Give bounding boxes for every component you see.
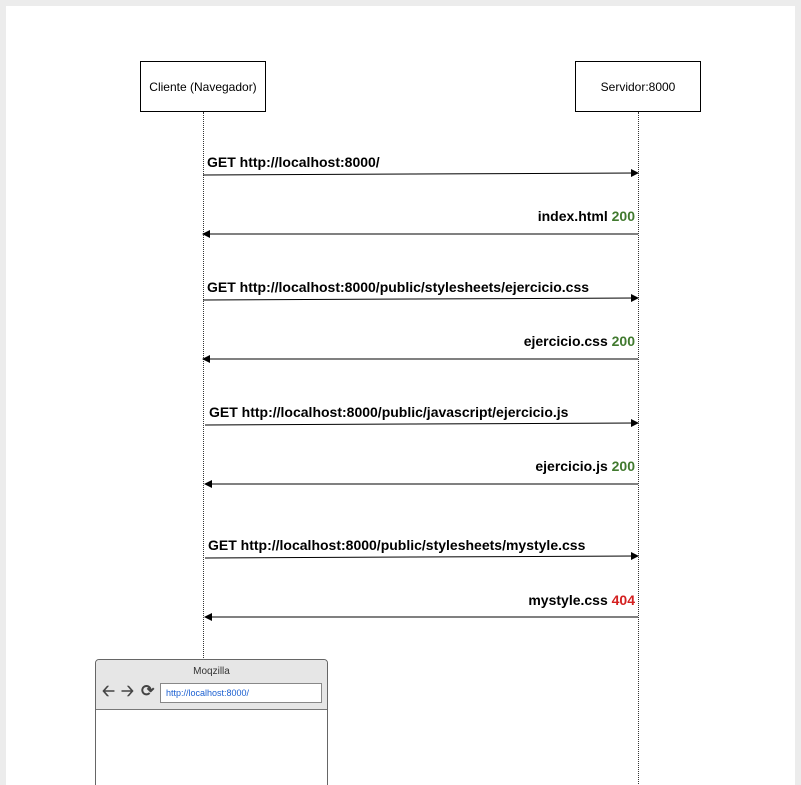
lifeline-server [638,112,639,785]
sequence-diagram: Cliente (Navegador) Servidor:8000 GET ht… [6,6,795,785]
request-label-1: GET http://localhost:8000/ [207,154,380,170]
request-text: GET http://localhost:8000/public/stylesh… [208,537,586,553]
arrow-left-icon[interactable]: 🡠 [102,683,115,700]
request-text: GET http://localhost:8000/public/javascr… [209,404,569,420]
url-field[interactable]: http://localhost:8000/ [160,683,322,703]
response-label-3: ejercicio.js 200 [535,458,635,474]
response-text: index.html [537,208,608,224]
status-code: 200 [611,208,635,224]
status-code: 404 [611,592,635,608]
browser-title: Moqzilla [193,666,230,677]
request-arrow-4 [204,552,639,561]
response-label-4: mystyle.css 404 [528,592,635,608]
lifeline-client [203,112,204,785]
response-label-2: ejercicio.css 200 [524,333,635,349]
status-code: 200 [611,333,635,349]
request-arrow-3 [204,419,639,428]
request-text: GET http://localhost:8000/public/stylesh… [207,279,590,295]
arrow-right-icon[interactable]: 🡢 [121,683,134,700]
response-text: ejercicio.js [535,458,608,474]
request-text: GET http://localhost:8000/ [207,154,380,170]
browser-toolbar: Moqzilla 🡠 🡢 ⟳ http://localhost:8000/ [96,660,327,710]
response-text: mystyle.css [528,592,608,608]
request-arrow-2 [202,294,639,303]
request-label-3: GET http://localhost:8000/public/javascr… [209,404,568,420]
reload-icon[interactable]: ⟳ [141,683,155,700]
actor-server-label: Servidor:8000 [600,79,676,94]
actor-client-label: Cliente (Navegador) [149,79,257,94]
browser-window: Moqzilla 🡠 🡢 ⟳ http://localhost:8000/ [95,659,328,785]
request-arrow-1 [202,169,639,178]
response-text: ejercicio.css [523,333,608,349]
request-label-2: GET http://localhost:8000/public/stylesh… [207,279,589,295]
response-label-1: index.html 200 [538,208,635,224]
request-label-4: GET http://localhost:8000/public/stylesh… [208,537,585,553]
actor-client: Cliente (Navegador) [140,61,266,112]
actor-server: Servidor:8000 [575,61,701,112]
status-code: 200 [611,458,635,474]
message-arrows [202,169,639,621]
